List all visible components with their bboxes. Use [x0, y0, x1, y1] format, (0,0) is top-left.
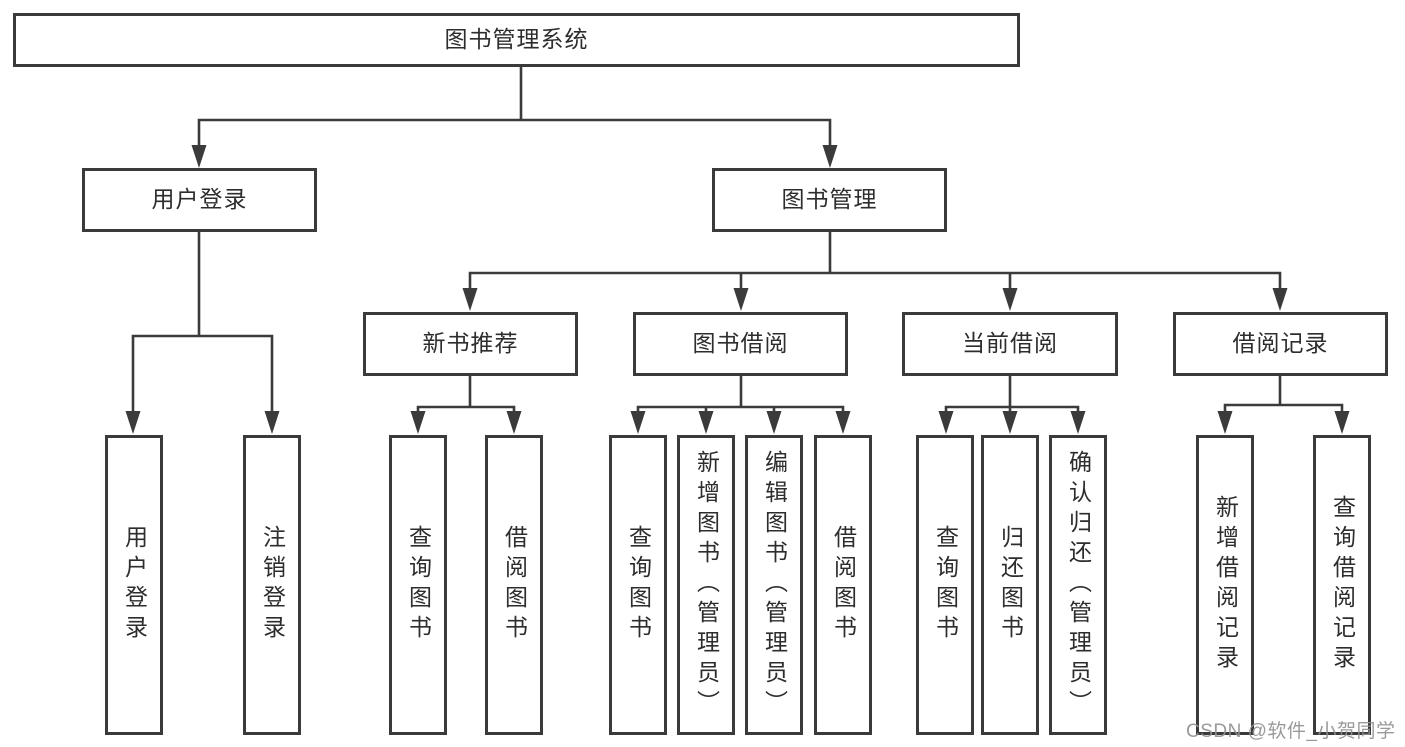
leaf-borrow-books-2: 借阅图书	[814, 435, 872, 735]
leaf-add-books-admin: 新增图书（管理员）	[677, 435, 735, 735]
arrow-down-icon	[822, 145, 838, 168]
leaf-add-borrow-record: 新增借阅记录	[1196, 435, 1254, 735]
arrow-down-icon	[191, 145, 207, 168]
connector-new-book	[416, 374, 516, 418]
arrow-down-icon	[125, 411, 141, 434]
connector-book-borrow	[636, 374, 845, 418]
arrow-down-icon	[1070, 411, 1086, 434]
connector-root	[197, 65, 832, 152]
node-root: 图书管理系统	[13, 13, 1020, 67]
arrow-down-icon	[1217, 411, 1233, 434]
node-borrowing-records: 借阅记录	[1173, 312, 1388, 376]
arrow-down-icon	[938, 411, 954, 434]
leaf-query-books-2: 查询图书	[609, 435, 667, 735]
node-book-management: 图书管理	[712, 168, 947, 232]
leaf-query-books-3: 查询图书	[916, 435, 974, 735]
leaf-edit-books-admin: 编辑图书（管理员）	[745, 435, 803, 735]
arrow-down-icon	[264, 411, 280, 434]
leaf-borrow-books-1: 借阅图书	[485, 435, 543, 735]
connector-book-mgmt	[468, 230, 1282, 296]
leaf-user-login: 用户登录	[105, 435, 163, 735]
connector-current-borrow	[944, 374, 1080, 418]
arrow-down-icon	[410, 411, 426, 434]
node-book-borrowing: 图书借阅	[633, 312, 848, 376]
leaf-logout: 注销登录	[243, 435, 301, 735]
leaf-confirm-return-admin: 确认归还（管理员）	[1049, 435, 1107, 735]
node-user-login: 用户登录	[82, 168, 317, 232]
arrowheads	[125, 145, 1350, 434]
arrow-down-icon	[698, 411, 714, 434]
arrow-down-icon	[835, 411, 851, 434]
node-new-book-recommendation: 新书推荐	[363, 312, 578, 376]
arrow-down-icon	[630, 411, 646, 434]
arrow-down-icon	[733, 288, 749, 311]
arrow-down-icon	[1002, 411, 1018, 434]
arrow-down-icon	[462, 288, 478, 311]
leaf-query-borrow-record: 查询借阅记录	[1313, 435, 1371, 735]
leaf-query-books-1: 查询图书	[389, 435, 447, 735]
arrow-down-icon	[1002, 288, 1018, 311]
arrow-down-icon	[1272, 288, 1288, 311]
arrow-down-icon	[1334, 411, 1350, 434]
connector-borrow-record	[1223, 374, 1344, 418]
node-current-borrowing: 当前借阅	[902, 312, 1118, 376]
arrow-down-icon	[506, 411, 522, 434]
arrow-down-icon	[766, 411, 782, 434]
leaf-return-books: 归还图书	[981, 435, 1039, 735]
watermark: CSDN @软件_小贺同学	[1186, 721, 1396, 742]
connector-user-login	[131, 230, 274, 418]
